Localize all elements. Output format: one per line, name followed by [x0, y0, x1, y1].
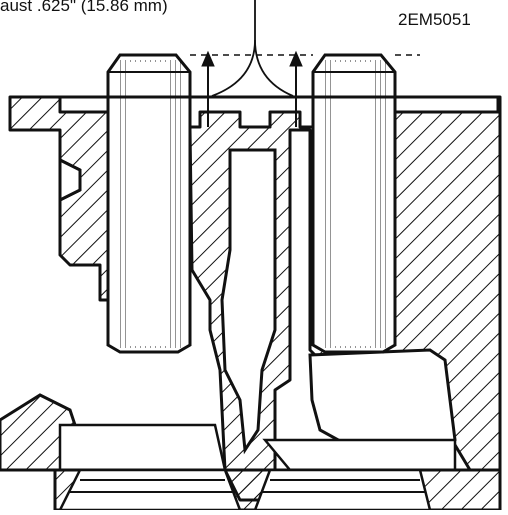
measurement-caption: aust .625" (15.86 mm): [0, 0, 168, 15]
height-dimension-markers: [190, 0, 420, 127]
right-valve-guide: [311, 53, 397, 354]
head-casting-section: [0, 95, 502, 512]
figure-id-label: 2EM5051: [398, 10, 471, 29]
left-valve-guide: [106, 53, 192, 354]
